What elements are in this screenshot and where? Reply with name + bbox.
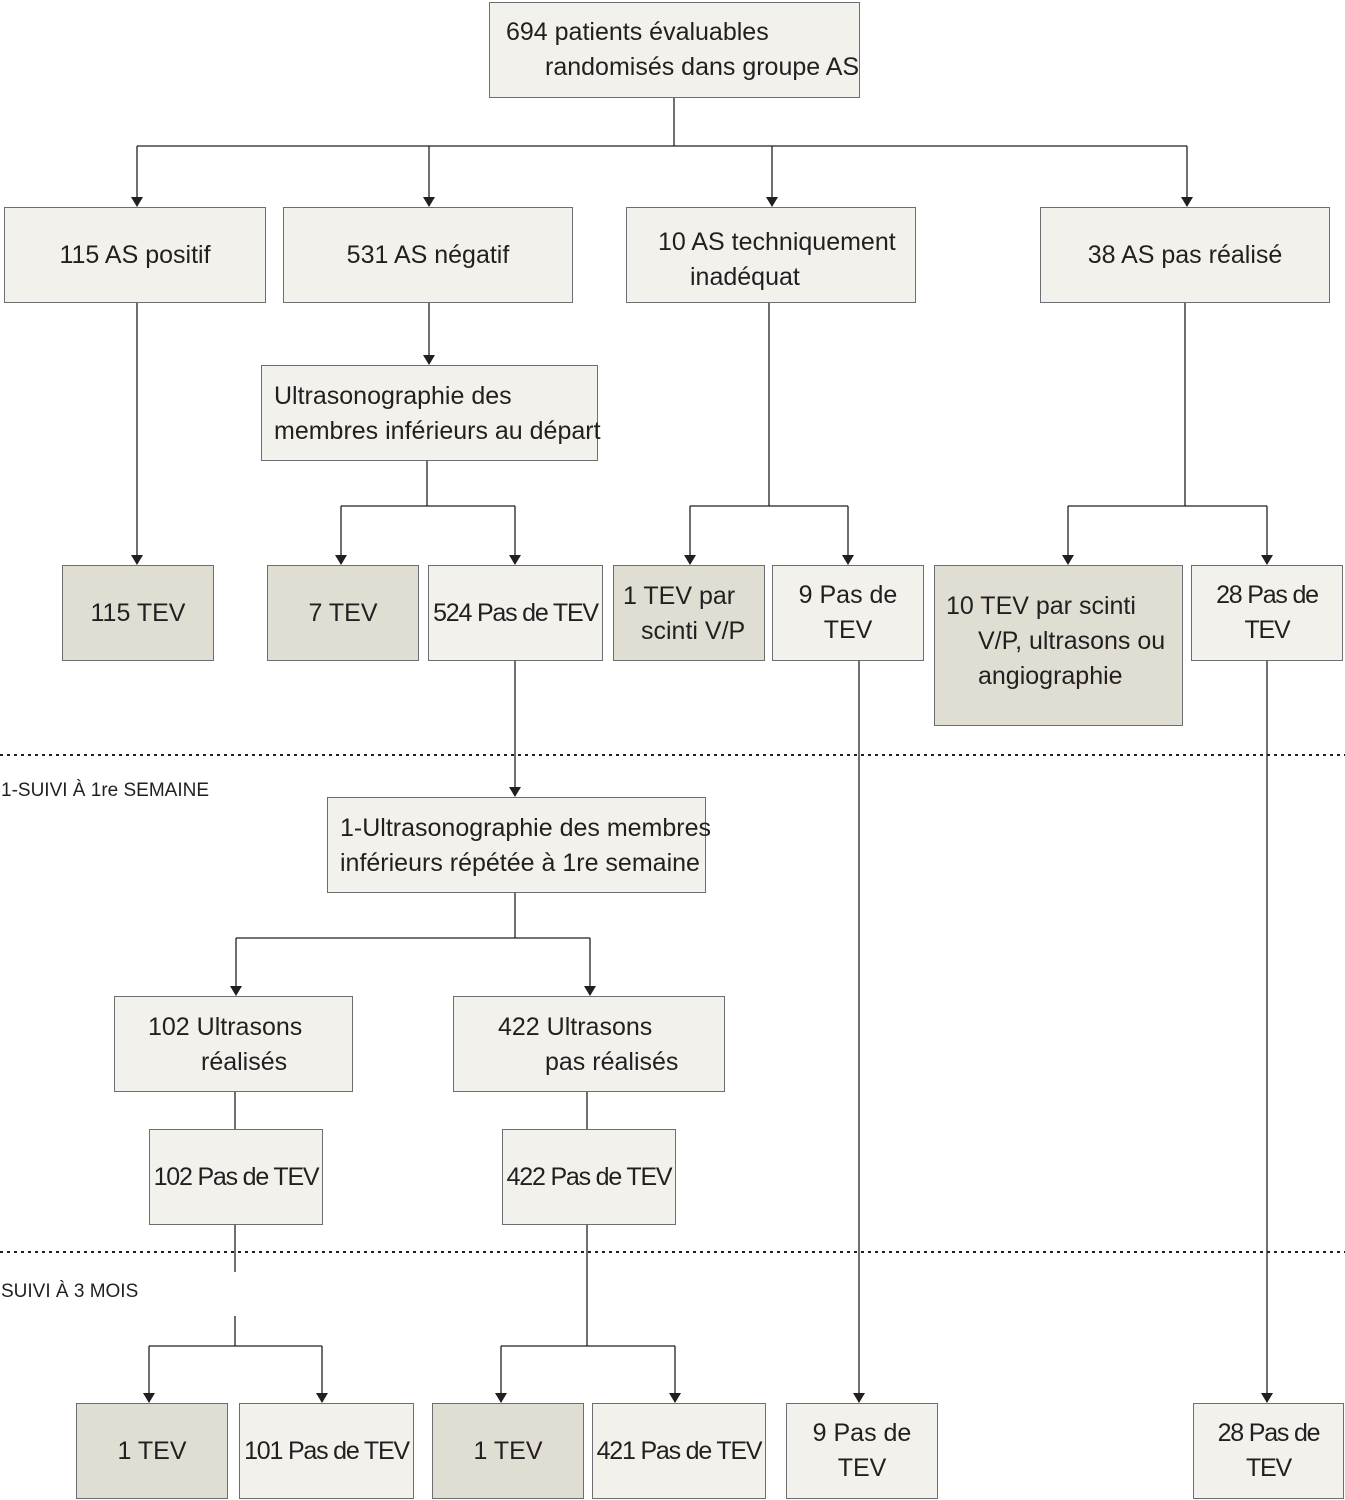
pas-tev-102-label: 102 Pas de TEV bbox=[153, 1162, 320, 1191]
tev-1-scinti-line1: 1 TEV par bbox=[623, 582, 736, 610]
pas-tev-28-final-box: 28 Pas de TEV bbox=[1193, 1403, 1344, 1499]
us-realises-box: 102 Ultrasons réalisés bbox=[114, 996, 353, 1092]
us-non-realises-line1: 422 Ultrasons bbox=[498, 1013, 653, 1041]
ultrasono-depart-line1: Ultrasonographie des bbox=[274, 382, 512, 410]
as-negatif-label: 531 AS négatif bbox=[346, 240, 510, 269]
us-realises-line2: réalisés bbox=[201, 1048, 288, 1076]
tev-10-line2: V/P, ultrasons ou bbox=[978, 627, 1166, 655]
tev-1b-label: 1 TEV bbox=[473, 1436, 543, 1465]
pas-tev-102-box: 102 Pas de TEV bbox=[149, 1129, 323, 1225]
pas-tev-422-label: 422 Pas de TEV bbox=[506, 1162, 673, 1191]
ultrasono-depart-line2: membres inférieurs au départ bbox=[274, 417, 601, 445]
ultrasono-repetee-line1: 1-Ultrasonographie des membres bbox=[340, 814, 712, 842]
as-positif-label: 115 AS positif bbox=[59, 240, 211, 269]
pas-tev-421-box: 421 Pas de TEV bbox=[592, 1403, 766, 1499]
tev-10-line3: angiographie bbox=[978, 662, 1123, 690]
us-realises-line1: 102 Ultrasons bbox=[148, 1013, 303, 1041]
tev-1-scinti-box: 1 TEV par scinti V/P bbox=[613, 565, 765, 661]
root-box: 694 patients évaluables randomisés dans … bbox=[489, 2, 860, 98]
us-non-realises-line2: pas réalisés bbox=[545, 1048, 679, 1076]
pas-tev-101-box: 101 Pas de TEV bbox=[239, 1403, 414, 1499]
as-inadequat-line2: inadéquat bbox=[690, 263, 800, 291]
tev-1b-box: 1 TEV bbox=[432, 1403, 584, 1499]
section-label-suivi-3mois: SUIVI À 3 MOIS bbox=[1, 1281, 139, 1302]
section-label-suivi-semaine: 1-SUIVI À 1re SEMAINE bbox=[1, 780, 210, 801]
tev-1a-label: 1 TEV bbox=[117, 1436, 187, 1465]
pas-tev-9-final-label: 9 Pas de TEV bbox=[812, 1419, 912, 1482]
pas-tev-421-label: 421 Pas de TEV bbox=[596, 1436, 763, 1465]
tev-1a-box: 1 TEV bbox=[76, 1403, 228, 1499]
section-dividers bbox=[0, 754, 1345, 1253]
pas-tev-28-box: 28 Pas de TEV bbox=[1191, 565, 1343, 661]
tev-115-label: 115 TEV bbox=[90, 598, 186, 627]
as-non-realise-box: 38 AS pas réalisé bbox=[1040, 207, 1330, 303]
tev-1-scinti-line2: scinti V/P bbox=[641, 617, 746, 645]
pas-tev-28-label: 28 Pas de TEV bbox=[1216, 581, 1319, 644]
tev-10-line1: 10 TEV par scinti bbox=[946, 592, 1136, 620]
as-positif-box: 115 AS positif bbox=[4, 207, 266, 303]
pas-tev-524-box: 524 Pas de TEV bbox=[428, 565, 603, 661]
tev-115-box: 115 TEV bbox=[62, 565, 214, 661]
ultrasono-depart-box: Ultrasonographie des membres inférieurs … bbox=[261, 365, 601, 461]
tev-7-label: 7 TEV bbox=[308, 598, 378, 627]
pas-tev-422-box: 422 Pas de TEV bbox=[502, 1129, 676, 1225]
tev-10-box: 10 TEV par scinti V/P, ultrasons ou angi… bbox=[934, 565, 1183, 726]
ultrasono-repetee-box: 1-Ultrasonographie des membres inférieur… bbox=[327, 797, 711, 893]
as-negatif-box: 531 AS négatif bbox=[283, 207, 573, 303]
pas-tev-9-label: 9 Pas de TEV bbox=[798, 581, 898, 644]
tev-7-box: 7 TEV bbox=[267, 565, 419, 661]
root-line1: 694 patients évaluables bbox=[506, 18, 769, 46]
pas-tev-9-final-box: 9 Pas de TEV bbox=[786, 1403, 938, 1499]
us-non-realises-box: 422 Ultrasons pas réalisés bbox=[453, 996, 725, 1092]
pas-tev-28-final-label: 28 Pas de TEV bbox=[1217, 1419, 1321, 1482]
pas-tev-524-label: 524 Pas de TEV bbox=[433, 598, 599, 627]
pas-tev-9-box: 9 Pas de TEV bbox=[772, 565, 924, 661]
ultrasono-repetee-line2: inférieurs répétée à 1re semaine bbox=[340, 849, 700, 877]
as-inadequat-line1: 10 AS techniquement bbox=[658, 228, 896, 256]
pas-tev-101-label: 101 Pas de TEV bbox=[244, 1436, 410, 1465]
as-inadequat-box: 10 AS techniquement inadéquat bbox=[626, 207, 916, 303]
root-line2: randomisés dans groupe AS bbox=[545, 53, 860, 81]
as-non-realise-label: 38 AS pas réalisé bbox=[1087, 240, 1283, 269]
